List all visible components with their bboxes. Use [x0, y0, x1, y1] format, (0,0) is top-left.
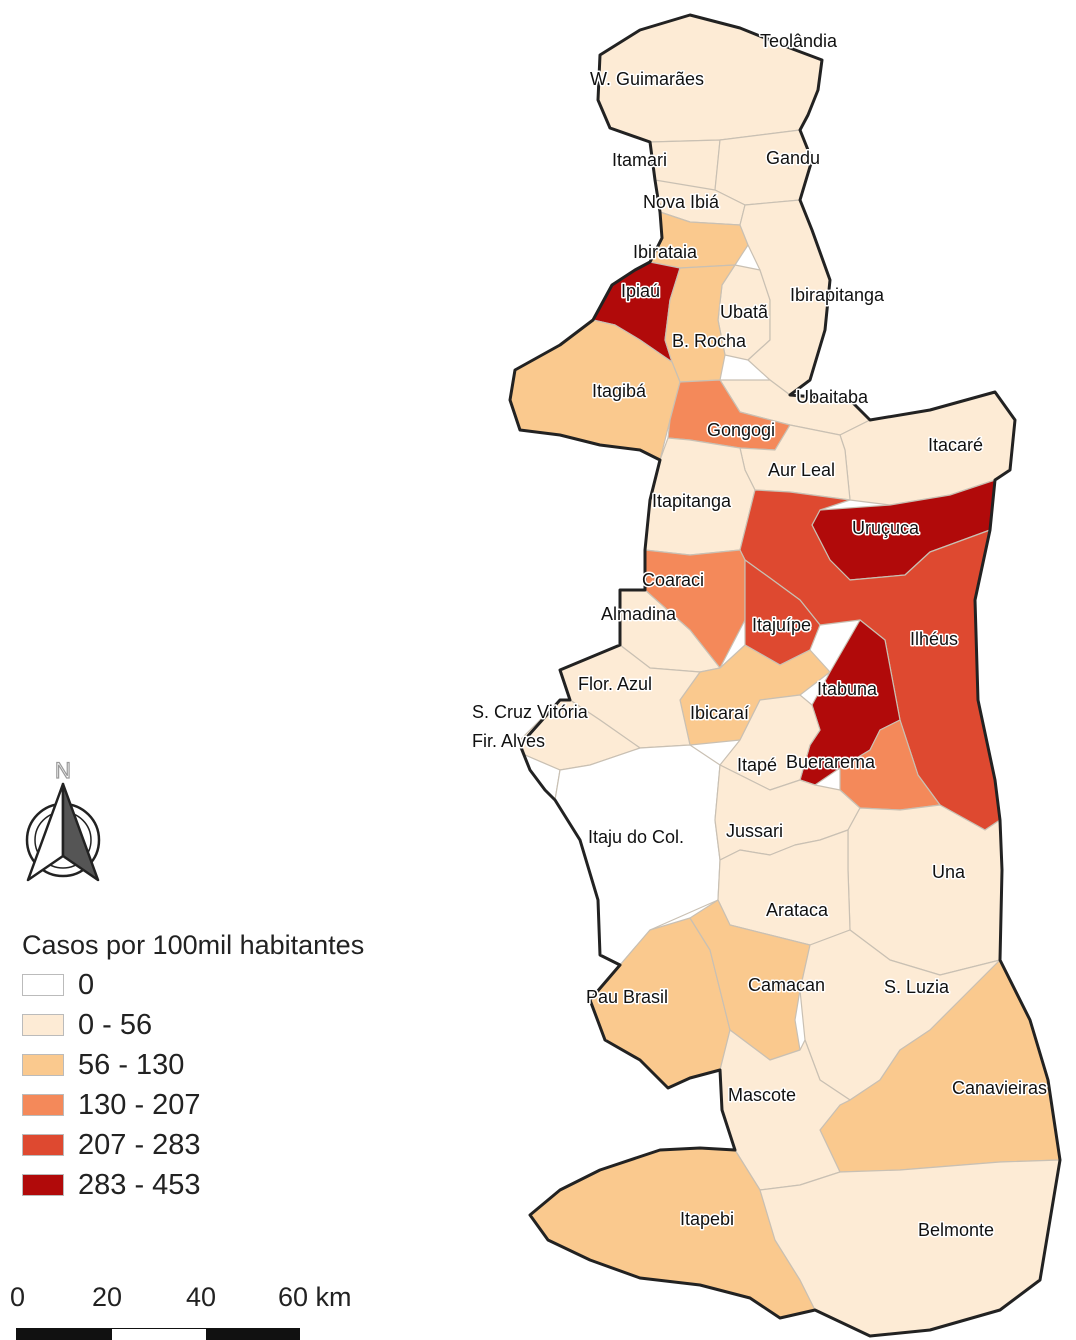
- scale-tick-60: 60 km: [278, 1282, 352, 1312]
- label-itagiba: Itagibá: [592, 381, 647, 401]
- legend: Casos por 100mil habitantes 0 0 - 56 56 - …: [22, 930, 364, 1205]
- label-itajuipe: Itajuípe: [752, 615, 811, 635]
- legend-label: 130 - 207: [78, 1088, 201, 1121]
- label-itapebi: Itapebi: [680, 1209, 734, 1229]
- label-camacan: Camacan: [748, 975, 825, 995]
- legend-swatch: [22, 1054, 64, 1076]
- legend-label: 56 - 130: [78, 1048, 185, 1081]
- label-pau-brasil: Pau Brasil: [586, 987, 668, 1007]
- label-canavieiras: Canavieiras: [952, 1078, 1047, 1098]
- label-ubaitaba: Ubaitaba: [796, 387, 869, 407]
- north-label: N: [55, 758, 71, 783]
- label-belmonte: Belmonte: [918, 1220, 994, 1240]
- label-w-guimaraes: W. Guimarães: [590, 69, 704, 89]
- label-coaraci: Coaraci: [642, 570, 704, 590]
- label-ipiau: Ipiaú: [621, 281, 660, 301]
- label-itape: Itapé: [737, 755, 777, 775]
- legend-item: 283 - 453: [22, 1165, 364, 1205]
- label-itacare: Itacaré: [928, 435, 983, 455]
- label-fir-alves: Fir. Alves: [472, 731, 545, 751]
- legend-label: 283 - 453: [78, 1168, 201, 1201]
- label-s-luzia: S. Luzia: [884, 977, 950, 997]
- legend-item: 207 - 283: [22, 1125, 364, 1165]
- legend-item: 0 - 56: [22, 1005, 364, 1045]
- study-area-outline: [508, 13, 1062, 1338]
- label-arataca: Arataca: [766, 900, 829, 920]
- label-jussari: Jussari: [726, 821, 783, 841]
- label-itaju-do-col: Itaju do Col.: [588, 827, 684, 847]
- legend-label: 0 - 56: [78, 1008, 153, 1041]
- label-mascote: Mascote: [728, 1085, 796, 1105]
- label-ibirapitanga: Ibirapitanga: [790, 285, 885, 305]
- label-gandu: Gandu: [766, 148, 820, 168]
- legend-label: 0: [78, 968, 95, 1001]
- label-almadina: Almadina: [601, 604, 677, 624]
- legend-swatch: [22, 1094, 64, 1116]
- scale-segment-black-2: [206, 1328, 300, 1340]
- legend-title: Casos por 100mil habitantes: [22, 930, 365, 960]
- label-teolandia: Teolândia: [760, 31, 838, 51]
- legend-swatch: [22, 974, 64, 996]
- region-camacan[interactable]: [689, 899, 811, 1061]
- label-flor-azul: Flor. Azul: [578, 674, 652, 694]
- scale-segment-black: [16, 1328, 112, 1340]
- scale-bar: 0 20 40 60 km: [10, 1282, 352, 1340]
- label-ibirataia: Ibirataia: [633, 242, 698, 262]
- label-ubata: Ubatã: [720, 302, 769, 322]
- label-buerarema: Buerarema: [786, 752, 876, 772]
- label-ilheus: Ilhéus: [910, 629, 958, 649]
- label-urucuca: Uruçuca: [852, 518, 920, 538]
- north-arrow-icon: N: [25, 758, 101, 882]
- label-una: Una: [932, 862, 966, 882]
- label-itamari: Itamari: [612, 150, 667, 170]
- legend-item: 56 - 130: [22, 1045, 364, 1085]
- legend-item: 0: [22, 965, 364, 1005]
- legend-swatch: [22, 1014, 64, 1036]
- legend-swatch: [22, 1174, 64, 1196]
- scale-tick-40: 40: [186, 1282, 217, 1312]
- label-gongogi: Gongogi: [707, 420, 775, 440]
- label-nova-ibia: Nova Ibiá: [643, 192, 720, 212]
- legend-item: 130 - 207: [22, 1085, 364, 1125]
- label-s-cruz-vitoria: S. Cruz Vitória: [472, 702, 589, 722]
- scale-tick-0: 0: [10, 1282, 26, 1312]
- label-aur-leal: Aur Leal: [768, 460, 835, 480]
- label-itapitanga: Itapitanga: [652, 491, 732, 511]
- scale-tick-20: 20: [92, 1282, 123, 1312]
- legend-label: 207 - 283: [78, 1128, 201, 1161]
- label-itabuna: Itabuna: [817, 679, 878, 699]
- legend-swatch: [22, 1134, 64, 1156]
- legend-items: 0 0 - 56 56 - 130 130 - 207 207 - 283 283 - 4…: [22, 965, 364, 1205]
- scale-segment-white: [112, 1328, 206, 1340]
- label-b-rocha: B. Rocha: [672, 331, 747, 351]
- label-ibicarai: Ibicaraí: [690, 703, 749, 723]
